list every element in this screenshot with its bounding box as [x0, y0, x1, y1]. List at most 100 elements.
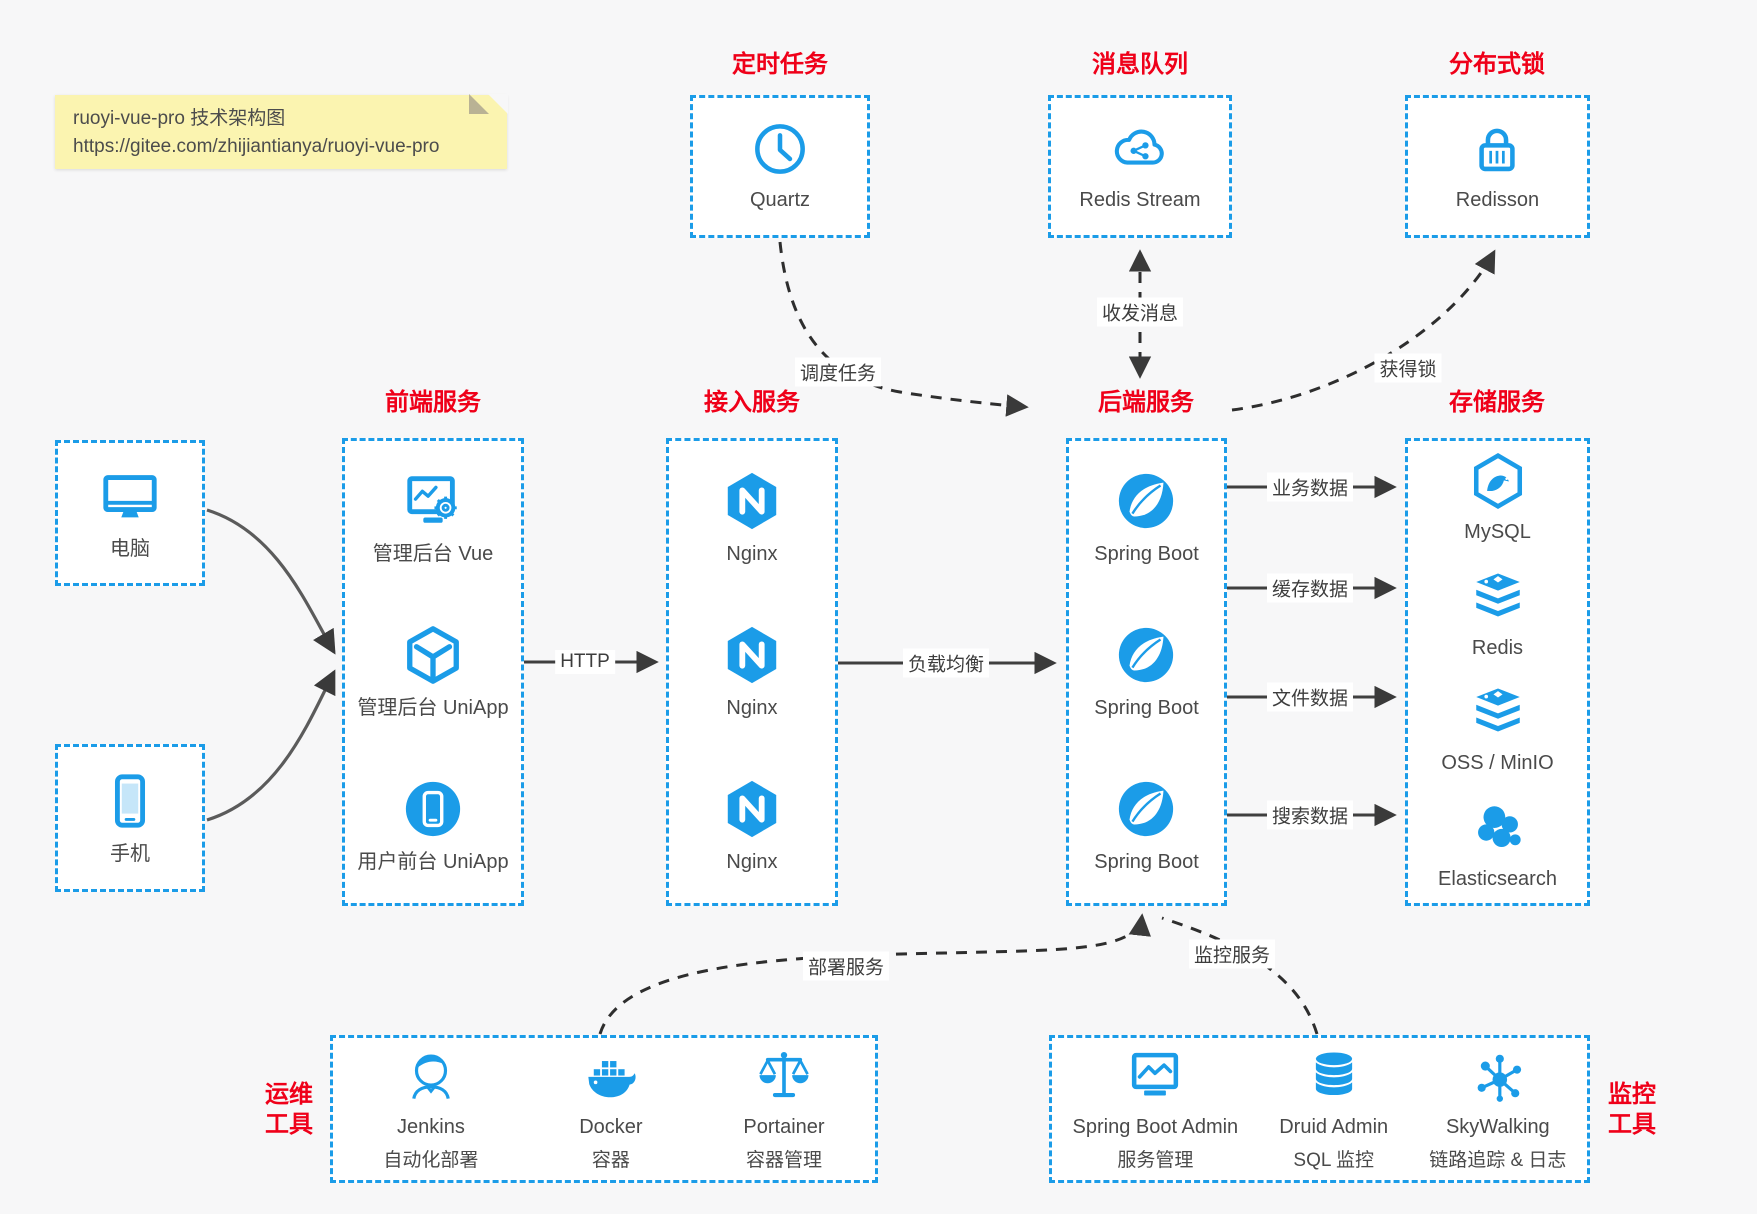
edge-get-lock — [1231, 249, 1496, 412]
node-pc: 电脑 — [99, 465, 161, 562]
node-sublabel: 自动化部署 — [383, 1149, 479, 1171]
node-spring-boot-admin: Spring Boot Admin 服务管理 — [1072, 1047, 1239, 1172]
node-portainer: Portainer 容器管理 — [743, 1047, 825, 1172]
title-scheduled-tasks: 定时任务 — [732, 51, 828, 78]
node-label: Redis Stream — [1079, 189, 1201, 211]
node-label: Spring Boot — [1094, 542, 1199, 565]
clock-icon — [751, 120, 809, 178]
edge-monitor — [1161, 916, 1319, 1035]
node-label: Elasticsearch — [1438, 867, 1557, 890]
frontend-services-box: 管理后台 Vue 管理后台 UniApp 用户前台 UniApp — [342, 438, 524, 906]
node-spring-boot-3: Spring Boot — [1094, 778, 1199, 875]
node-spring-boot-1: Spring Boot — [1094, 470, 1199, 567]
note-fold — [488, 94, 508, 114]
node-label: Jenkins — [397, 1115, 465, 1138]
backend-services-box: Spring Boot Spring Boot Spring Boot — [1066, 438, 1227, 906]
node-nginx-3: Nginx — [721, 778, 783, 875]
redis-stream-box: Redis Stream — [1048, 95, 1232, 238]
note-fold-shadow — [469, 94, 489, 114]
node-label: MySQL — [1464, 521, 1531, 544]
mysql-icon — [1469, 452, 1527, 510]
node-sublabel: 容器 — [591, 1149, 630, 1171]
node-label: Spring Boot Admin — [1072, 1115, 1239, 1138]
admin-vue-icon — [402, 470, 464, 532]
edge-label-schedule: 调度任务 — [794, 357, 882, 387]
node-label: SkyWalking — [1445, 1115, 1550, 1138]
docker-icon — [582, 1047, 640, 1105]
node-label: Nginx — [726, 542, 778, 565]
node-redis: Redis — [1469, 568, 1527, 661]
title-monitor-tools: 监控 工具 — [1608, 1081, 1656, 1138]
edge-label-cache-data: 缓存数据 — [1266, 573, 1354, 603]
title-message-queue: 消息队列 — [1092, 51, 1188, 78]
edge-label-search-data: 搜索数据 — [1266, 800, 1354, 830]
smartphone-icon — [99, 770, 161, 832]
node-user-uniapp: 用户前台 UniApp — [357, 778, 509, 875]
node-redisson: Redisson — [1456, 120, 1539, 213]
note-title: ruoyi-vue-pro 技术架构图 — [73, 108, 286, 129]
sticky-note: ruoyi-vue-pro 技术架构图 https://gitee.com/zh… — [55, 94, 508, 169]
note-url: https://gitee.com/zhijiantianya/ruoyi-vu… — [73, 135, 440, 157]
node-oss-minio: OSS / MinIO — [1441, 683, 1554, 776]
title-gateway-services: 接入服务 — [704, 389, 800, 416]
node-sublabel: 服务管理 — [1117, 1149, 1194, 1171]
node-druid-admin: Druid Admin SQL 监控 — [1279, 1047, 1388, 1172]
storage-services-box: MySQL Redis OSS / MinIO Elasticsearch — [1405, 438, 1590, 906]
edge-deploy — [598, 913, 1151, 1035]
node-redis-stream: Redis Stream — [1079, 120, 1201, 213]
title-distributed-lock: 分布式锁 — [1449, 51, 1545, 78]
title-frontend-services: 前端服务 — [385, 389, 481, 416]
nginx-icon — [721, 470, 783, 532]
edge-label-load-balance: 负载均衡 — [902, 648, 990, 678]
node-mysql: MySQL — [1464, 452, 1531, 545]
ops-tools-box: Jenkins 自动化部署 Docker 容器 Portainer 容器管理 — [330, 1035, 878, 1183]
edge-phone-to-frontend — [206, 669, 336, 822]
title-storage-services: 存储服务 — [1449, 389, 1545, 416]
spring-boot-icon — [1115, 470, 1177, 532]
skywalking-icon — [1469, 1047, 1527, 1105]
desktop-icon — [99, 465, 161, 527]
node-label: Spring Boot — [1094, 850, 1199, 873]
edge-label-monitor: 监控服务 — [1188, 939, 1276, 969]
quartz-box: Quartz — [690, 95, 870, 238]
user-uniapp-icon — [402, 778, 464, 840]
node-label: 用户前台 UniApp — [357, 850, 509, 873]
gateway-services-box: Nginx Nginx Nginx — [666, 438, 838, 906]
node-admin-vue: 管理后台 Vue — [373, 470, 493, 567]
edge-pc-to-frontend — [206, 508, 336, 655]
edge-label-message: 收发消息 — [1096, 297, 1184, 327]
lock-icon — [1468, 120, 1526, 178]
node-label: 管理后台 UniApp — [357, 696, 509, 719]
edge-label-get-lock: 获得锁 — [1374, 353, 1442, 383]
node-nginx-2: Nginx — [721, 624, 783, 721]
elasticsearch-icon — [1469, 799, 1527, 857]
druid-icon — [1305, 1047, 1363, 1105]
monitor-tools-box: Spring Boot Admin 服务管理 Druid Admin SQL 监… — [1049, 1035, 1590, 1183]
node-label: OSS / MinIO — [1441, 752, 1554, 775]
node-elasticsearch: Elasticsearch — [1438, 799, 1557, 892]
node-spring-boot-2: Spring Boot — [1094, 624, 1199, 721]
oss-minio-icon — [1469, 683, 1527, 741]
node-label: Druid Admin — [1279, 1115, 1389, 1138]
node-sublabel: 链路追踪 & 日志 — [1429, 1149, 1567, 1171]
node-sublabel: SQL 监控 — [1293, 1149, 1374, 1171]
spring-boot-icon — [1115, 624, 1177, 686]
node-label: Redisson — [1455, 189, 1540, 211]
phone-box: 手机 — [55, 744, 205, 892]
node-admin-uniapp: 管理后台 UniApp — [357, 624, 509, 721]
node-docker: Docker 容器 — [579, 1047, 643, 1172]
spring-boot-icon — [1115, 778, 1177, 840]
redis-stream-cloud-icon — [1111, 120, 1169, 178]
node-sublabel: 容器管理 — [745, 1149, 822, 1171]
redisson-box: Redisson — [1405, 95, 1590, 238]
nginx-icon — [721, 624, 783, 686]
node-label: 管理后台 Vue — [372, 542, 494, 565]
edge-label-http: HTTP — [555, 650, 615, 674]
node-label: Redis — [1471, 636, 1524, 659]
node-phone: 手机 — [99, 770, 161, 867]
jenkins-icon — [402, 1047, 460, 1105]
node-label: 电脑 — [110, 537, 150, 560]
edge-label-file-data: 文件数据 — [1266, 682, 1354, 712]
node-label: Docker — [579, 1115, 643, 1138]
pc-box: 电脑 — [55, 440, 205, 586]
